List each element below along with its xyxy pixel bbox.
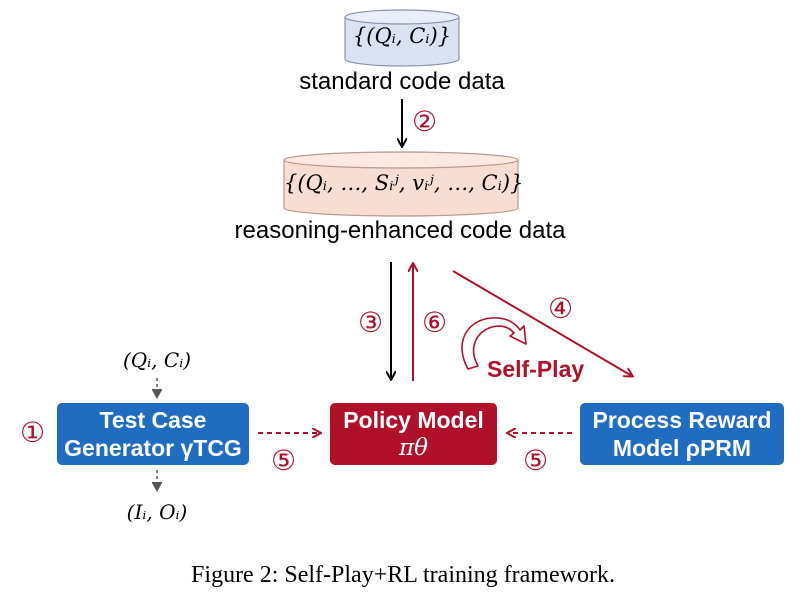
figure-caption: Figure 2: Self-Play+RL training framewor… [191, 562, 615, 588]
standard-data-formula: {(Qᵢ, Cᵢ)} [352, 24, 452, 48]
step4-marker: ④ [548, 292, 574, 325]
self-play-curve-icon [461, 317, 527, 370]
step6-marker: ⑥ [422, 306, 448, 339]
standard-data-cylinder [344, 9, 460, 67]
tcg-output-label: (Iᵢ, Oᵢ) [126, 500, 188, 524]
arrow-step4 [452, 270, 632, 376]
test-case-generator-box[interactable]: Test Case Generator γTCG [57, 403, 249, 465]
step5-left-marker: ⑤ [271, 444, 297, 477]
prm-line1: Process Reward [592, 407, 772, 433]
step5-right-marker: ⑤ [523, 444, 549, 477]
prm-line2: Model ρPRM [612, 435, 752, 461]
policy-line1: Policy Model [343, 407, 484, 433]
tcg-line1: Test Case [99, 407, 207, 433]
tcg-input-label: (Qᵢ, Cᵢ) [122, 348, 192, 372]
standard-data-label: standard code data [299, 68, 505, 95]
reasoning-data-formula: {(Qᵢ, …, Sᵢʲ, vᵢʲ, …, Cᵢ)} [284, 171, 524, 195]
step2-marker: ② [412, 105, 438, 138]
policy-line2: πθ [399, 435, 428, 461]
step3-marker: ③ [358, 306, 384, 339]
step1-marker: ① [20, 416, 46, 449]
policy-model-box[interactable]: Policy Model πθ [330, 403, 497, 465]
reasoning-data-label: reasoning-enhanced code data [234, 217, 566, 244]
reasoning-data-cylinder [283, 151, 519, 217]
process-reward-model-box[interactable]: Process Reward Model ρPRM [580, 403, 784, 465]
self-play-label: Self-Play [487, 356, 585, 382]
tcg-line2: Generator γTCG [64, 435, 242, 461]
